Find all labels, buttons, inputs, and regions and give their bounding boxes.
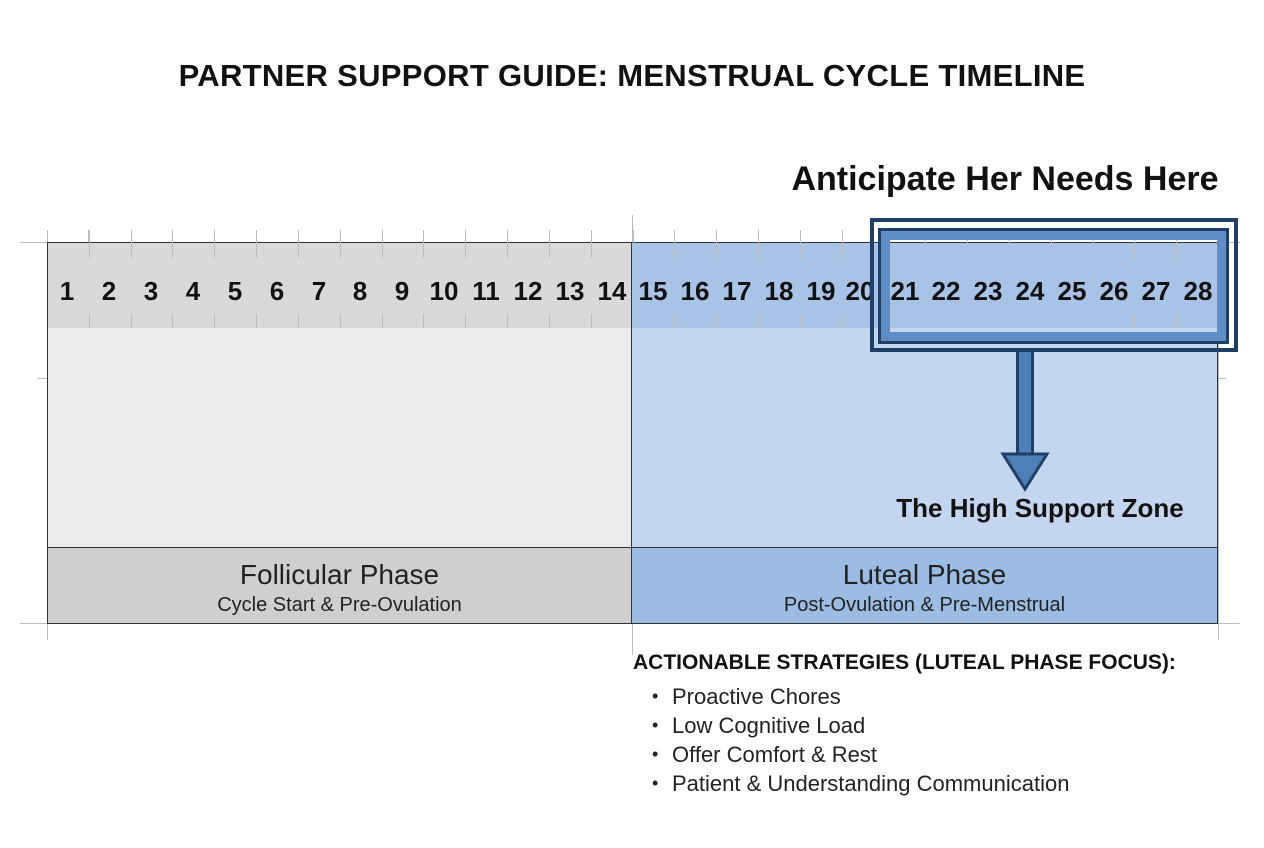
strategy-text: Proactive Chores [672,684,841,709]
day-number: 21 [890,276,920,306]
luteal-phase-subtitle: Post-Ovulation & Pre-Menstrual [783,594,1066,616]
day-tick [423,230,424,258]
day-number: 24 [1015,276,1045,306]
strategies-title: ACTIONABLE STRATEGIES (LUTEAL PHASE FOCU… [633,651,1176,674]
page-title: PARTNER SUPPORT GUIDE: MENSTRUAL CYCLE T… [178,58,1086,93]
day-tick [131,230,132,258]
day-tick [967,230,968,258]
day-tick [214,230,215,258]
day-tick [298,230,299,258]
day-number: 5 [227,276,243,306]
day-tick [633,230,634,258]
high-support-zone-frame [870,218,1238,352]
day-tick [842,230,843,258]
day-tick [465,230,466,258]
day-number: 10 [429,276,459,306]
day-tick [89,230,90,258]
high-support-zone-label: The High Support Zone [896,493,1184,523]
day-number: 22 [931,276,961,306]
day-tick [591,230,592,258]
list-item: • Proactive Chores [652,682,1069,711]
follicular-area [47,328,632,548]
day-tick [716,230,717,258]
down-arrow-shaft [1016,352,1034,456]
day-tick [172,230,173,258]
day-number: 14 [597,276,627,306]
follicular-phase-name: Follicular Phase [239,559,440,590]
day-number: 13 [555,276,585,306]
luteal-area [632,328,1218,548]
day-number: 6 [269,276,285,306]
day-tick [507,230,508,258]
day-tick [256,230,257,258]
day-number: 4 [185,276,201,306]
day-tick [1009,230,1010,258]
day-tick [925,230,926,258]
strategy-text: Offer Comfort & Rest [672,742,877,767]
luteal-phase-label: Luteal Phase Post-Ovulation & Pre-Menstr… [632,547,1218,624]
day-number: 2 [101,276,117,306]
callout-heading: Anticipate Her Needs Here [791,160,1219,198]
day-tick [382,230,383,258]
guide-line [1218,230,1219,640]
day-tick [758,230,759,258]
day-tick [340,230,341,258]
day-tick [674,230,675,258]
day-tick [1051,230,1052,258]
day-number: 27 [1141,276,1171,306]
luteal-phase-name: Luteal Phase [842,559,1007,590]
list-item: • Patient & Understanding Communication [652,769,1070,798]
day-number: 16 [680,276,710,306]
follicular-phase-subtitle: Cycle Start & Pre-Ovulation [217,594,462,616]
day-tick [1093,230,1094,258]
high-support-zone-highlight [878,228,1229,344]
day-number: 26 [1099,276,1129,306]
list-item: • Low Cognitive Load [652,711,1069,740]
day-number: 19 [806,276,836,306]
day-number: 28 [1183,276,1213,306]
list-item: • Offer Comfort & Rest [652,740,1069,769]
follicular-phase-label: Follicular Phase Cycle Start & Pre-Ovula… [47,547,632,624]
day-number: 9 [394,276,410,306]
day-tick [1176,230,1177,258]
day-number: 18 [764,276,794,306]
strategy-text: Low Cognitive Load [672,713,866,738]
day-number: 23 [973,276,1003,306]
strategies-list: • Proactive Chores • Low Cognitive Load • O… [652,682,1070,798]
day-number: 8 [352,276,368,306]
day-number: 25 [1057,276,1087,306]
day-number: 3 [143,276,159,306]
day-number: 7 [311,276,327,306]
day-number: 17 [722,276,752,306]
bullet-icon: • [652,686,659,706]
day-tick [549,230,550,258]
day-number: 12 [513,276,543,306]
day-number: 1 [59,276,75,306]
bullet-icon: • [652,744,659,764]
bullet-icon: • [652,773,659,793]
follicular-day-strip [47,242,632,329]
strategy-text: Patient & Understanding Communication [672,771,1070,796]
day-number: 20 [845,276,875,306]
bullet-icon: • [652,715,659,735]
day-tick [800,230,801,258]
day-tick [1134,230,1135,258]
day-number: 11 [472,276,500,306]
down-arrow-icon [1000,452,1050,492]
day-number: 15 [638,276,668,306]
